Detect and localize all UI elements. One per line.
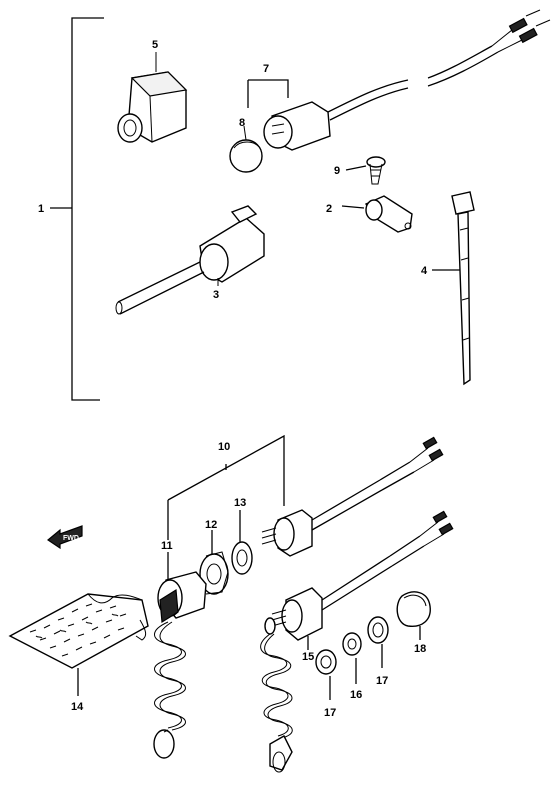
label-part-1: 1 [38,203,44,215]
part-13-washer [231,510,253,575]
label-part-16: 16 [350,689,362,701]
bracket-10 [167,434,285,540]
label-part-18: 18 [414,643,426,655]
part-3-connector [115,205,265,315]
label-part-15: 15 [302,651,314,663]
label-part-12: 12 [205,519,217,531]
label-part-17a: 17 [324,707,336,719]
part-17-washer-b [367,616,389,668]
label-part-9: 9 [334,165,340,177]
bracket-1 [50,17,104,401]
part-12-nut [199,530,229,595]
part-11-key [153,552,207,759]
label-part-13: 13 [234,497,246,509]
label-part-10: 10 [218,441,230,453]
label-part-8: 8 [239,117,245,129]
label-part-11: 11 [161,540,173,552]
label-part-7: 7 [263,63,269,75]
part-7-switch [247,9,551,151]
part-5-grommet [117,52,188,143]
part-8-cap [229,125,263,173]
part-2-bracket [341,195,413,233]
label-part-5: 5 [152,39,158,51]
part-9-screw [345,156,386,185]
label-part-14: 14 [71,701,84,713]
part-4-cable-tie [432,191,475,386]
part-labels: 1 2 3 4 5 7 8 9 10 11 12 13 14 15 16 17 … [38,39,428,719]
part-18-cap [396,591,431,640]
part-15-switch [260,510,454,773]
part-14-decal [8,593,149,696]
part-10-switch-body [261,436,444,557]
label-part-2: 2 [326,203,332,215]
fwd-arrow-icon: FWD [46,525,83,550]
label-part-4: 4 [421,265,428,277]
part-17-washer-a [315,649,337,700]
label-part-17b: 17 [376,675,388,687]
fwd-arrow-label: FWD [63,535,79,542]
part-16-washer [342,632,362,684]
label-part-3: 3 [213,289,219,301]
